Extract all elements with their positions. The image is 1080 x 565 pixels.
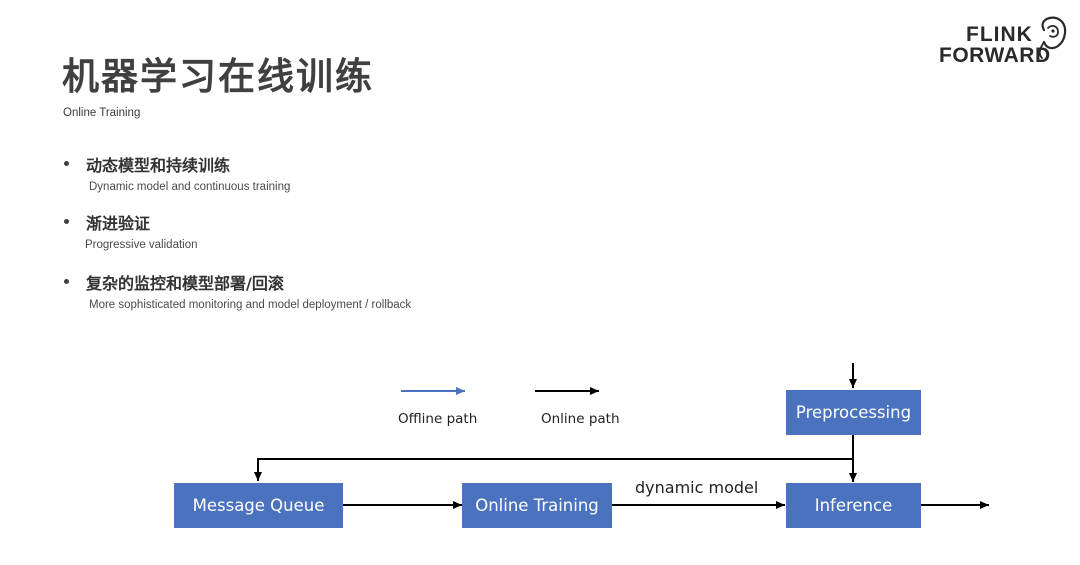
slide-subtitle: Online Training	[63, 107, 141, 119]
logo-text-line1: FLINK	[966, 23, 1033, 46]
node-preprocessing: Preprocessing	[786, 390, 921, 435]
edge-preprocessing-to-message-queue	[254, 458, 853, 481]
bullet-main-text: 渐进验证	[86, 214, 151, 233]
bullet-sub-text: Dynamic model and continuous training	[89, 181, 291, 193]
flink-forward-logo: FLINK FORWARD	[938, 14, 1070, 70]
bullet-main-text: 动态模型和持续训练	[86, 156, 231, 175]
legend-offline-label: Offline path	[398, 411, 478, 427]
node-online-training: Online Training	[462, 483, 612, 528]
bullet-main-text: 复杂的监控和模型部署/回滚	[86, 274, 284, 293]
squirrel-logo-icon	[1038, 16, 1067, 59]
edge-label-dynamic-model: dynamic model	[635, 478, 759, 497]
bullet-sub-text: More sophisticated monitoring and model …	[89, 299, 412, 311]
bullet-dot	[64, 279, 69, 284]
node-inference: Inference	[786, 483, 921, 528]
slide-title: 机器学习在线训练	[62, 55, 374, 98]
node-message-queue: Message Queue	[174, 483, 343, 528]
bullet-sub-text: Progressive validation	[85, 239, 198, 251]
bullet-dot	[64, 219, 69, 224]
bullet-dot	[64, 161, 69, 166]
logo-text-line2: FORWARD	[939, 44, 1051, 67]
legend-online-label: Online path	[541, 411, 620, 427]
